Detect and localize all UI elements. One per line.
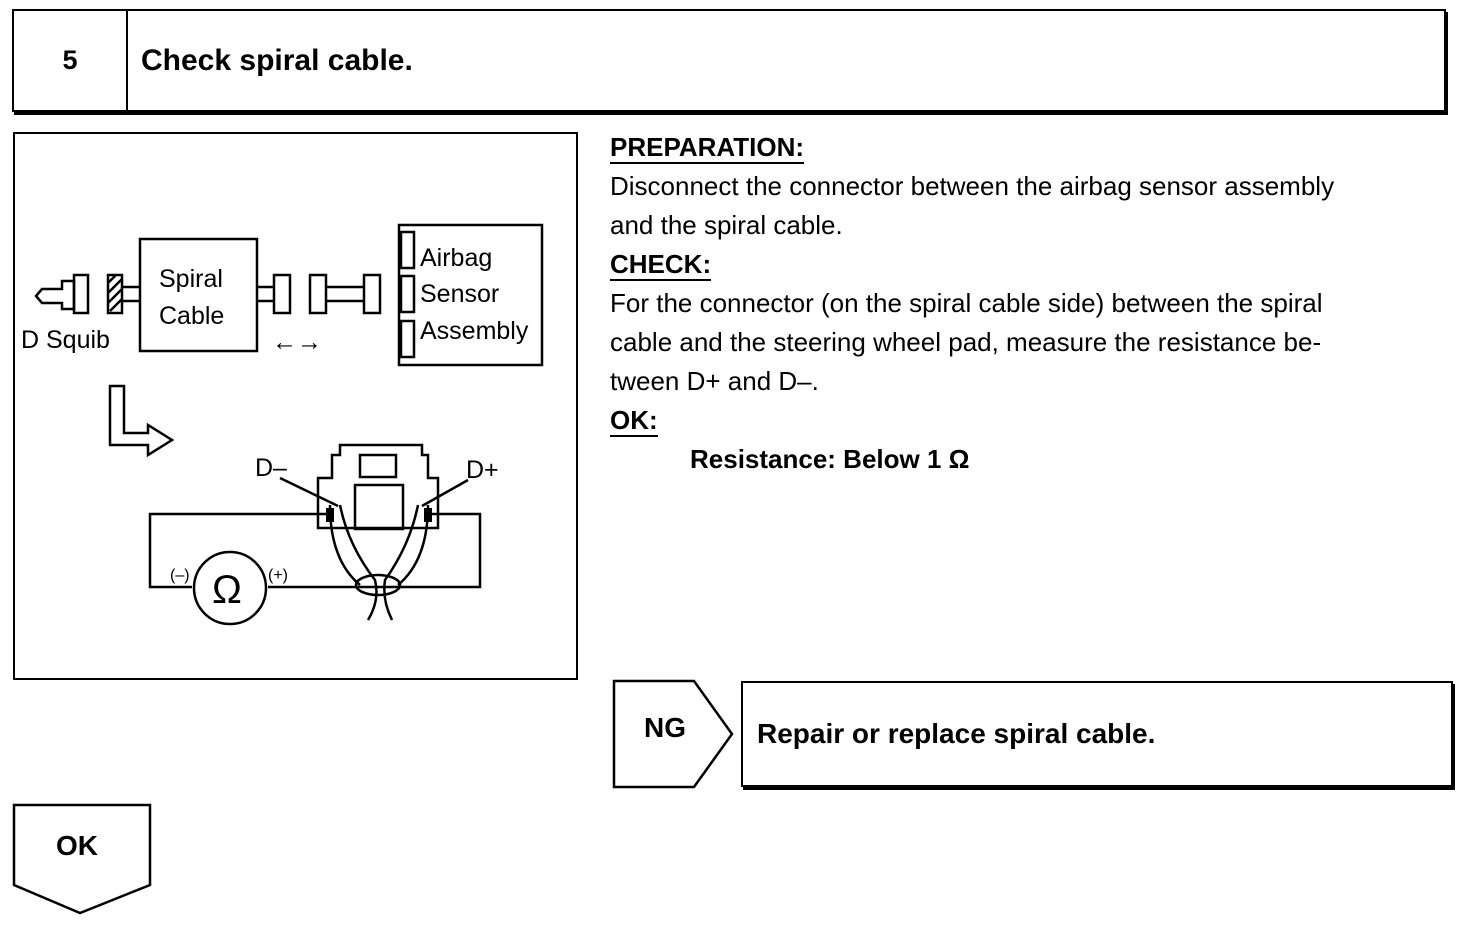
assembly-label: Assembly xyxy=(420,317,529,345)
preparation-text-1: Disconnect the connector between the air… xyxy=(610,171,1335,201)
circuit-wire-left xyxy=(148,512,330,589)
ohm-symbol: Ω xyxy=(212,568,242,612)
preparation-heading: PREPARATION: xyxy=(610,132,805,164)
spiral-cable-label-2: Cable xyxy=(159,302,224,330)
connector-body xyxy=(316,443,440,530)
check-text-1: For the connector (on the spiral cable s… xyxy=(610,288,1323,318)
step-number: 5 xyxy=(14,11,128,110)
check-text-3: tween D+ and D–. xyxy=(610,366,819,396)
ng-action-box: Repair or replace spiral cable. xyxy=(741,681,1453,787)
ng-label: NG xyxy=(644,712,686,743)
ok-arrow-shape xyxy=(12,803,152,915)
d-minus-label: D– xyxy=(255,454,287,482)
illustration-frame xyxy=(13,132,578,680)
resistance-spec: Resistance: Below 1 Ω xyxy=(690,444,970,474)
sensor-label: Sensor xyxy=(420,280,499,308)
negative-terminal-label: (–) xyxy=(170,567,190,584)
instructions: PREPARATION: Disconnect the connector be… xyxy=(610,128,1460,479)
disconnect-arrows: ←→ xyxy=(272,328,322,356)
d-squib-plug xyxy=(72,273,90,315)
circuit-wire-right xyxy=(268,512,482,589)
spiral-cable-label-1: Spiral xyxy=(159,265,223,293)
spiral-cable-box xyxy=(138,237,259,353)
step-title: Check spiral cable. xyxy=(141,43,413,77)
ok-label: OK xyxy=(56,830,98,861)
preparation-text-2: and the spiral cable. xyxy=(610,210,843,240)
step-header: 5 Check spiral cable. xyxy=(12,9,1446,112)
check-heading: CHECK: xyxy=(610,249,712,281)
d-squib-label: D Squib xyxy=(21,326,110,354)
airbag-label: Airbag xyxy=(420,244,492,272)
positive-terminal-label: (+) xyxy=(268,567,288,584)
airbag-sensor-assembly-box xyxy=(397,223,544,367)
d-plus-label: D+ xyxy=(466,456,499,484)
check-text-2: cable and the steering wheel pad, measur… xyxy=(610,327,1322,357)
spiral-cable-diagram: Spiral Cable D Squib Airbag Sensor Assem… xyxy=(21,223,544,626)
ok-heading: OK: xyxy=(610,405,658,437)
ng-action-text: Repair or replace spiral cable. xyxy=(757,718,1156,749)
ng-arrow-shape xyxy=(612,679,734,789)
bent-arrow xyxy=(108,384,175,458)
ohmmeter xyxy=(192,550,268,626)
